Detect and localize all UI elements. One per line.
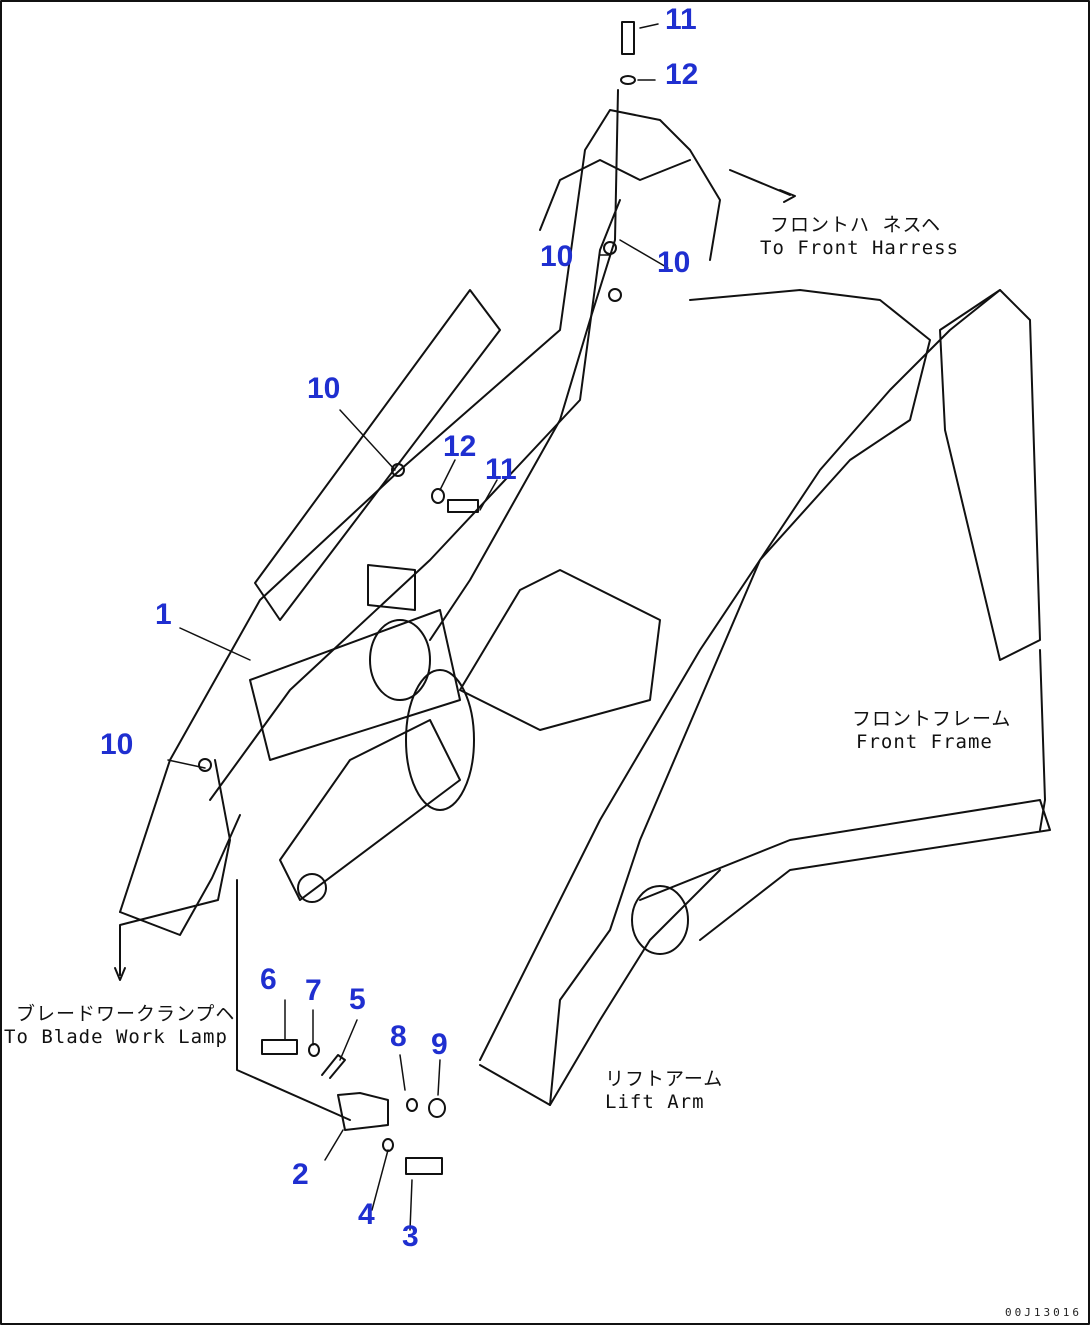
arm-top-rib bbox=[539, 159, 691, 231]
callout-1: 1 bbox=[155, 598, 172, 631]
callout-5: 5 bbox=[349, 983, 366, 1016]
harness-main bbox=[429, 89, 619, 641]
label-lift-arm-ja: リフトアーム bbox=[605, 1068, 724, 1090]
callout-12-middle: 12 bbox=[443, 430, 477, 463]
lift-arm-lower bbox=[479, 869, 721, 1106]
callout-4: 4 bbox=[358, 1198, 375, 1231]
callout-10-upper-left: 10 bbox=[540, 240, 574, 273]
blade-arrow bbox=[114, 929, 126, 981]
callout-10-left: 10 bbox=[100, 728, 134, 761]
label-lift-arm: リフトアーム Lift Arm bbox=[605, 1068, 723, 1114]
cross-tube-end bbox=[405, 669, 475, 811]
callout-11-middle: 11 bbox=[485, 453, 517, 486]
label-front-harness-en: To Front Harress bbox=[760, 236, 960, 259]
callout-8: 8 bbox=[390, 1020, 407, 1053]
harness-top-arrow bbox=[729, 169, 796, 203]
callout-9: 9 bbox=[431, 1028, 448, 1061]
document-id: 00J13016 bbox=[1005, 1306, 1082, 1319]
cross-tube bbox=[249, 609, 461, 761]
label-lift-arm-en: Lift Arm bbox=[605, 1090, 705, 1113]
hardware bbox=[198, 21, 636, 1175]
callout-11-top: 11 bbox=[665, 3, 697, 36]
lower-link bbox=[639, 799, 1051, 941]
callout-12-top: 12 bbox=[665, 58, 699, 91]
center-bracket bbox=[459, 569, 661, 731]
label-front-harness-ja: フロントハ ネスヘ bbox=[770, 214, 942, 236]
callout-6: 6 bbox=[260, 963, 277, 996]
callout-10-middle: 10 bbox=[307, 372, 341, 405]
right-plate bbox=[939, 289, 1041, 661]
label-front-frame-ja: フロントフレーム bbox=[852, 708, 1012, 730]
pin-boss bbox=[279, 719, 461, 901]
leaders bbox=[167, 23, 669, 1231]
left-arm-inner bbox=[209, 199, 621, 801]
pin-hole bbox=[297, 873, 327, 903]
label-blade-work-lamp: ブレードワークランプヘ To Blade Work Lamp bbox=[4, 1003, 235, 1049]
right-frame-outline bbox=[549, 289, 931, 1106]
label-front-frame: フロントフレーム Front Frame bbox=[852, 708, 1011, 754]
callout-3: 3 bbox=[402, 1220, 419, 1253]
lower-boss bbox=[631, 885, 689, 955]
callout-10-upper-right: 10 bbox=[657, 246, 691, 279]
harness-right bbox=[1039, 649, 1046, 831]
label-front-frame-en: Front Frame bbox=[856, 730, 993, 753]
small-plate bbox=[367, 564, 416, 611]
label-blade-work-lamp-ja: ブレードワークランプヘ bbox=[16, 1003, 236, 1025]
callout-2: 2 bbox=[292, 1158, 309, 1191]
callout-7: 7 bbox=[305, 974, 322, 1007]
right-frame-side bbox=[479, 289, 1001, 1061]
label-blade-work-lamp-en: To Blade Work Lamp bbox=[4, 1025, 228, 1048]
label-front-harness: フロントハ ネスヘ To Front Harress bbox=[760, 214, 959, 260]
hub bbox=[369, 619, 431, 701]
left-arm-outline bbox=[119, 109, 721, 913]
arm-side-panel bbox=[254, 289, 501, 621]
harness-lower bbox=[236, 879, 351, 1121]
